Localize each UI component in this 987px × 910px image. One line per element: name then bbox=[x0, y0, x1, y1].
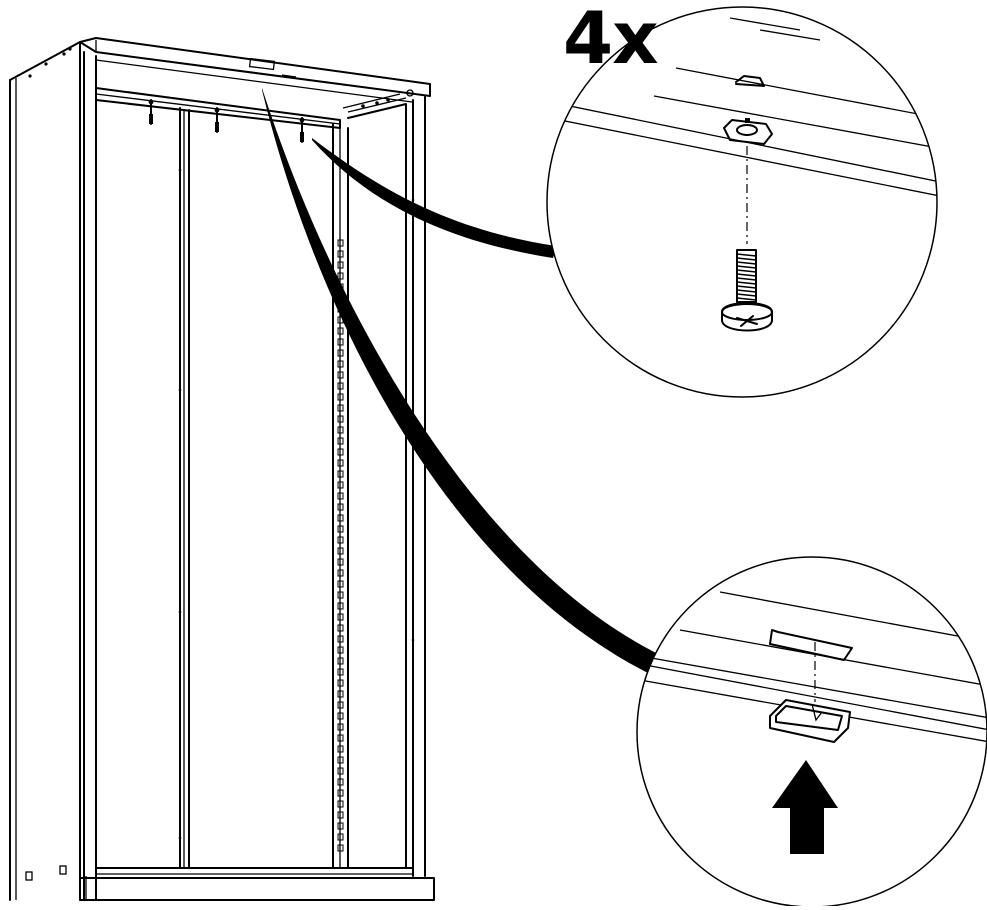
screw-detail bbox=[546, 6, 938, 398]
clip-detail bbox=[636, 556, 987, 908]
callout-leader-screw bbox=[312, 138, 556, 258]
shelf-hole-strip bbox=[337, 239, 344, 852]
screw-marker bbox=[299, 117, 305, 143]
screw-marker bbox=[214, 107, 220, 133]
quantity-label: 4x bbox=[563, 0, 659, 80]
screw-marker bbox=[148, 99, 154, 125]
cabinet-frame bbox=[9, 37, 435, 901]
push-up-arrow-icon bbox=[772, 760, 838, 854]
